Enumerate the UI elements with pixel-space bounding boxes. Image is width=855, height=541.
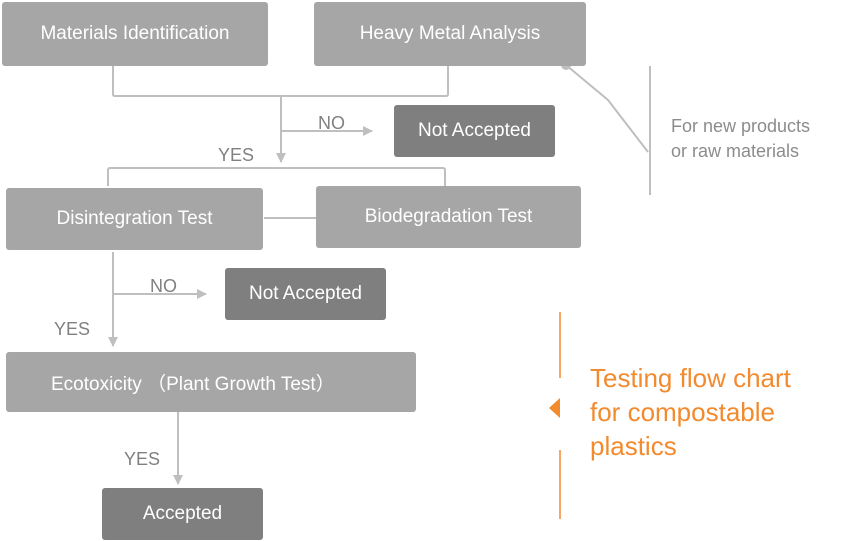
- node-biodegradation-test: Biodegradation Test: [316, 186, 581, 248]
- edge-label-yes-1: YES: [218, 145, 255, 165]
- headline-text: Testing flow chart for compostable plast…: [590, 361, 791, 463]
- edge-label-yes-2: YES: [54, 319, 91, 339]
- headline-line-1: Testing flow chart: [590, 363, 791, 393]
- headline-pointer-icon: [549, 398, 560, 418]
- callout-line-2: or raw materials: [671, 141, 800, 161]
- headline-line-3: plastics: [590, 431, 677, 461]
- node-not-accepted-1: Not Accepted: [394, 105, 555, 157]
- node-disintegration-test: Disintegration Test: [6, 188, 263, 250]
- node-materials-identification: Materials Identification: [2, 2, 268, 66]
- callout-line-1: For new products: [671, 116, 811, 136]
- edge-label-no-2: NO: [150, 276, 177, 296]
- callout-leader: [565, 64, 649, 153]
- edge-label-yes-3: YES: [124, 449, 161, 469]
- headline-line-2: for compostable: [590, 397, 775, 427]
- node-ecotoxicity: Ecotoxicity （Plant Growth Test）: [6, 352, 416, 412]
- edge-label-no-1: NO: [318, 113, 345, 133]
- top-bracket: [112, 66, 449, 97]
- node-heavy-metal-analysis: Heavy Metal Analysis: [314, 2, 586, 66]
- callout-note: For new products or raw materials: [671, 114, 810, 164]
- middle-bracket: [107, 167, 446, 186]
- node-accepted: Accepted: [102, 488, 263, 540]
- node-not-accepted-2: Not Accepted: [225, 268, 386, 320]
